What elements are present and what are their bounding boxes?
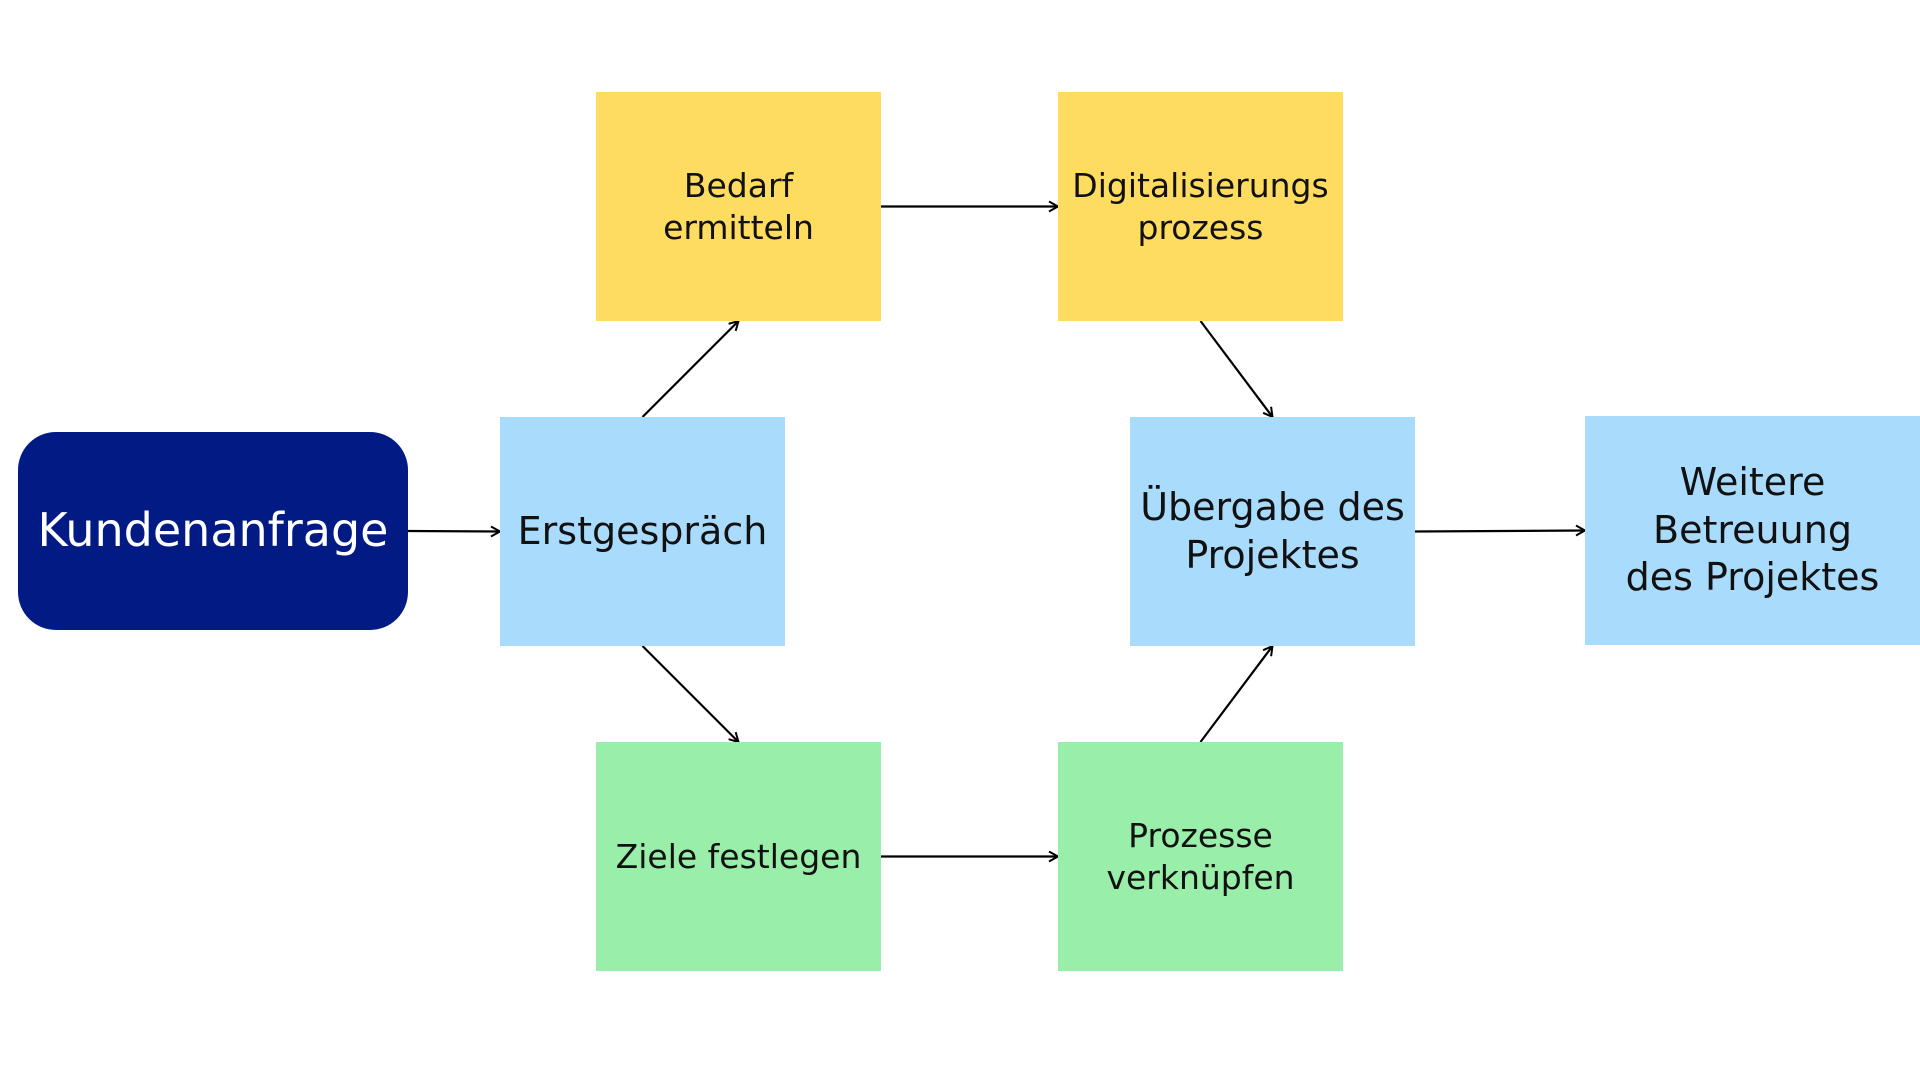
node-uebergabe-label: Übergabe des Projektes (1140, 485, 1405, 577)
node-betreuung: Weitere Betreuung des Projektes (1585, 416, 1920, 645)
arrow-erstgespraech-to-ziele (641, 645, 739, 742)
node-uebergabe: Übergabe des Projektes (1130, 417, 1415, 646)
arrow-uebergabe-to-betreuung (1414, 531, 1585, 532)
node-bedarf: Bedarf ermitteln (596, 92, 881, 321)
node-betreuung-label: Weitere Betreuung des Projektes (1625, 460, 1880, 600)
node-prozesse: Prozesse verknüpfen (1058, 742, 1343, 971)
node-erstgespraech: Erstgespräch (500, 417, 785, 646)
node-bedarf-label: Bedarf ermitteln (663, 166, 814, 247)
node-ziele-label: Ziele festlegen (615, 836, 862, 876)
arrow-prozesse-to-uebergabe (1199, 646, 1273, 743)
node-ziele: Ziele festlegen (596, 742, 881, 971)
node-digitalisierung-label: Digitalisierungs prozess (1072, 166, 1329, 247)
node-digitalisierung: Digitalisierungs prozess (1058, 92, 1343, 321)
arrow-erstgespraech-to-bedarf (641, 321, 739, 418)
node-kundenanfrage-label: Kundenanfrage (37, 503, 389, 558)
arrow-digitalisierung-to-uebergabe (1199, 320, 1273, 417)
node-erstgespraech-label: Erstgespräch (517, 508, 768, 553)
arrow-kundenanfrage-to-erstgespraech (407, 531, 500, 532)
node-prozesse-label: Prozesse verknüpfen (1106, 816, 1295, 897)
node-kundenanfrage: Kundenanfrage (18, 432, 408, 630)
